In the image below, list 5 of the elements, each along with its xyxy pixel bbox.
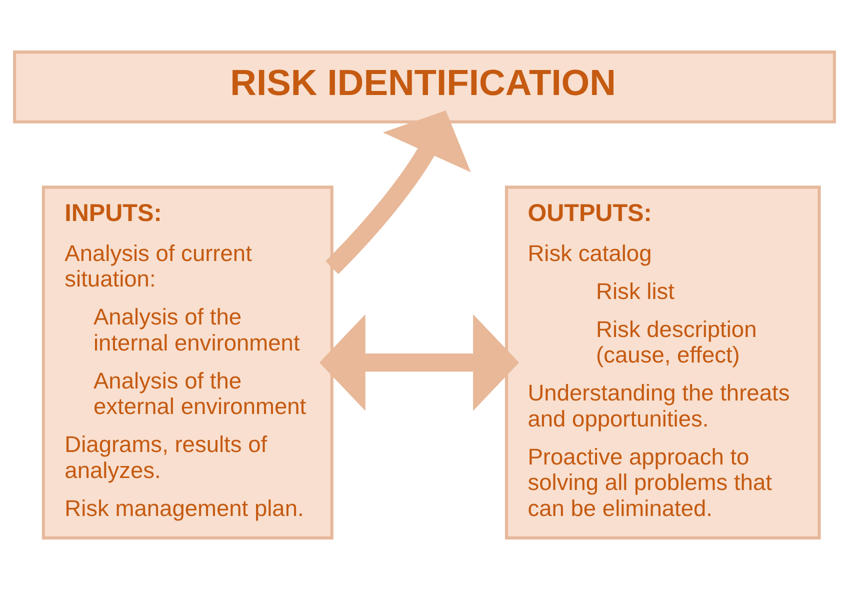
node-box: INPUTS: Analysis of current situation: Analysis of the internal environment Analysis of the external environment Diagrams, results of analyzes. Risk management plan. [42,185,334,539]
arrow [319,314,520,410]
node-box: RISK IDENTIFICATION [13,50,836,123]
node-box: OUTPUTS: Risk catalog Risk list Risk description (cause, effect) Understanding the threats and opportunities. Proactive approach to solving all problems that can be eliminated. [504,185,821,539]
arrow [325,110,471,274]
